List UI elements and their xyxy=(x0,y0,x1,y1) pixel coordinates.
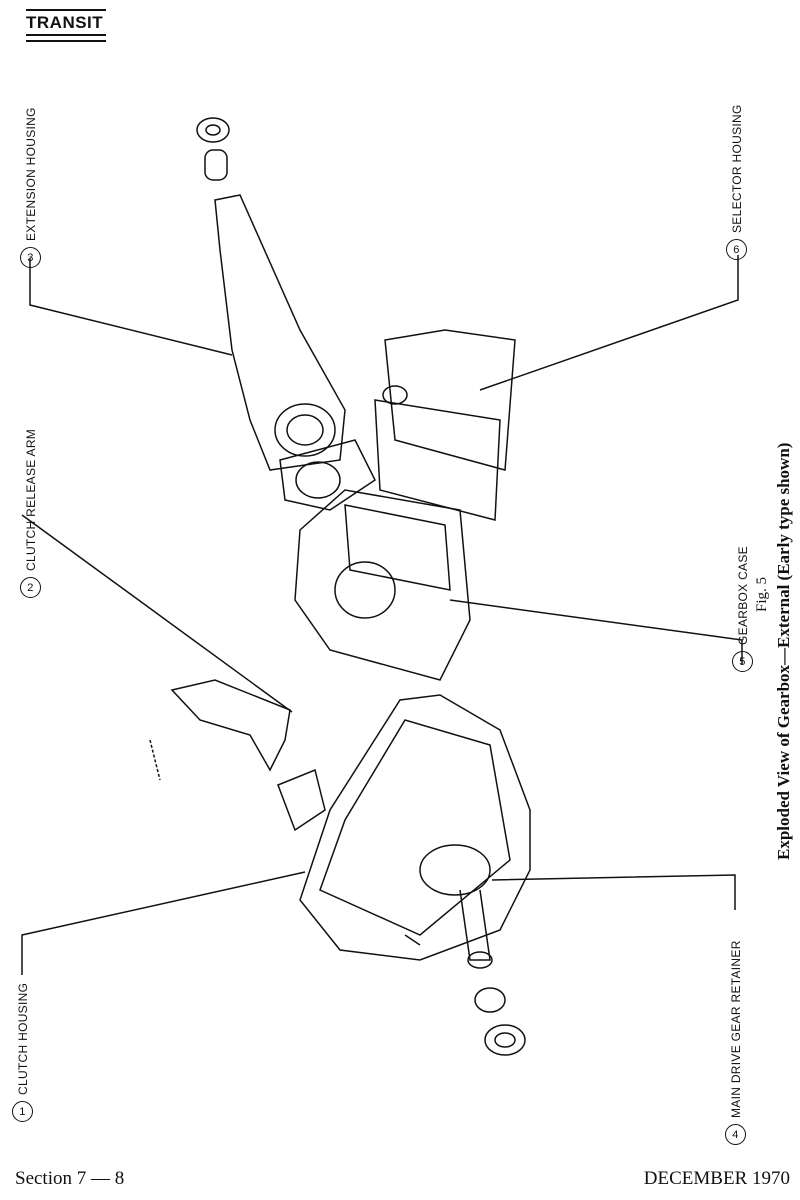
figure-title: Exploded View of Gearbox—External (Early… xyxy=(774,442,793,860)
callout-clutch-release-arm: 2 CLUTCH RELEASE ARM xyxy=(20,429,41,598)
gearbox-case-drawing xyxy=(294,489,471,681)
callout-number: 6 xyxy=(726,239,747,260)
clutch-housing-drawing xyxy=(299,694,531,1056)
callout-number: 3 xyxy=(20,247,41,268)
extension-housing-drawing xyxy=(196,117,376,511)
callout-number: 4 xyxy=(725,1124,746,1145)
callout-selector-housing: 6 SELECTOR HOUSING xyxy=(726,104,747,260)
callout-number: 1 xyxy=(12,1101,33,1122)
footer-date: DECEMBER 1970 xyxy=(643,1168,790,1189)
callout-number: 5 xyxy=(732,651,753,672)
callout-label: CLUTCH HOUSING xyxy=(15,982,30,1095)
clutch-release-arm-drawing xyxy=(149,679,326,832)
callout-clutch-housing: 1 CLUTCH HOUSING xyxy=(12,983,33,1122)
callout-label: GEARBOX CASE xyxy=(735,546,750,645)
callout-label: MAIN DRIVE GEAR RETAINER xyxy=(728,940,743,1118)
footer-section: Section 7 — 8 xyxy=(15,1168,125,1189)
callout-label: CLUTCH RELEASE ARM xyxy=(23,428,38,571)
callout-extension-housing: 3 EXTENSION HOUSING xyxy=(20,107,41,268)
figure-number: Fig. 5 xyxy=(754,576,770,612)
callout-main-drive-gear-retainer: 4 MAIN DRIVE GEAR RETAINER xyxy=(725,940,746,1145)
callout-label: SELECTOR HOUSING xyxy=(729,104,744,233)
selector-housing-drawing xyxy=(374,329,516,521)
brand-title: TRANSIT xyxy=(26,9,106,42)
leader-lines xyxy=(21,255,743,975)
callout-label: EXTENSION HOUSING xyxy=(23,107,38,241)
callout-number: 2 xyxy=(20,577,41,598)
callout-gearbox-case: 5 GEARBOX CASE xyxy=(732,546,753,672)
